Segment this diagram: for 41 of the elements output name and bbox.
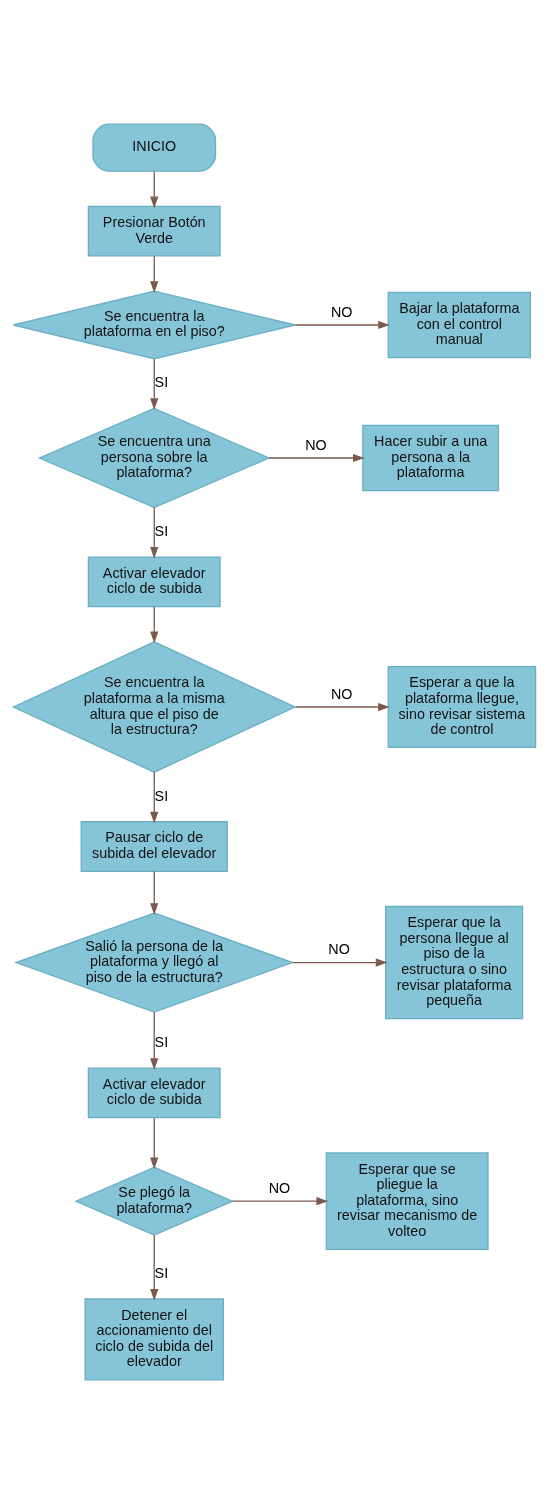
arrow	[150, 255, 159, 293]
edge-label: NO	[330, 303, 353, 320]
arrow	[231, 1197, 329, 1206]
arrow	[150, 1011, 159, 1070]
arrow	[150, 606, 159, 644]
node-box: Esperar que se pliegue la plataforma, sino revisar mecanismo de volteo	[325, 1152, 489, 1251]
node-box: Activar elevador ciclo de subida	[87, 556, 221, 608]
node-diamond: Se plegó la plataforma?	[74, 1166, 235, 1236]
node-box: Hacer subir a una persona a la plataforma	[362, 424, 500, 492]
arrow	[294, 320, 390, 330]
edge-label: SI	[154, 787, 169, 804]
arrow	[150, 170, 159, 209]
arrow	[150, 1117, 159, 1170]
edge-label: SI	[154, 1264, 169, 1281]
arrow	[150, 358, 159, 410]
node-box: INICIO	[92, 123, 217, 172]
arrow	[292, 958, 388, 967]
node-box: Pausar ciclo de subida del elevador	[80, 821, 228, 872]
edge-label: NO	[305, 436, 327, 453]
arrow	[268, 453, 365, 463]
node-diamond: Se encuentra una persona sobre la plataforma?	[37, 407, 271, 509]
node-diamond: Se encuentra la plataforma en el piso?	[12, 290, 296, 360]
edge-label: SI	[154, 522, 169, 539]
arrow	[294, 702, 390, 712]
edge-label: SI	[154, 374, 169, 391]
node-diamond: Se encuentra la plataforma a la misma altura que el piso de la estructura?	[11, 641, 297, 773]
node-diamond: Salió la persona de la plataforma y llegó al piso de la estructura?	[14, 912, 295, 1013]
node-box: Bajar la plataforma con el control manual	[387, 291, 531, 359]
edge-label: NO	[328, 941, 350, 958]
arrow	[150, 870, 159, 915]
node-box: Activar elevador ciclo de subida	[87, 1067, 221, 1119]
edge-label: SI	[154, 1034, 169, 1051]
arrow	[150, 1234, 159, 1301]
edge-label: NO	[268, 1180, 291, 1197]
node-box: Presionar Botón Verde	[87, 205, 221, 257]
arrow	[150, 506, 159, 559]
arrow	[150, 771, 159, 824]
node-box: Detener el accionamiento del ciclo de subida del elevador	[84, 1298, 224, 1381]
node-box: Esperar que la persona llegue al piso de la estructura o sino revisar plataforma pequeña	[385, 905, 524, 1020]
node-box: Esperar a que la plataforma llegue, sino revisar sistema de control	[387, 665, 537, 749]
edge-label: NO	[330, 685, 353, 702]
